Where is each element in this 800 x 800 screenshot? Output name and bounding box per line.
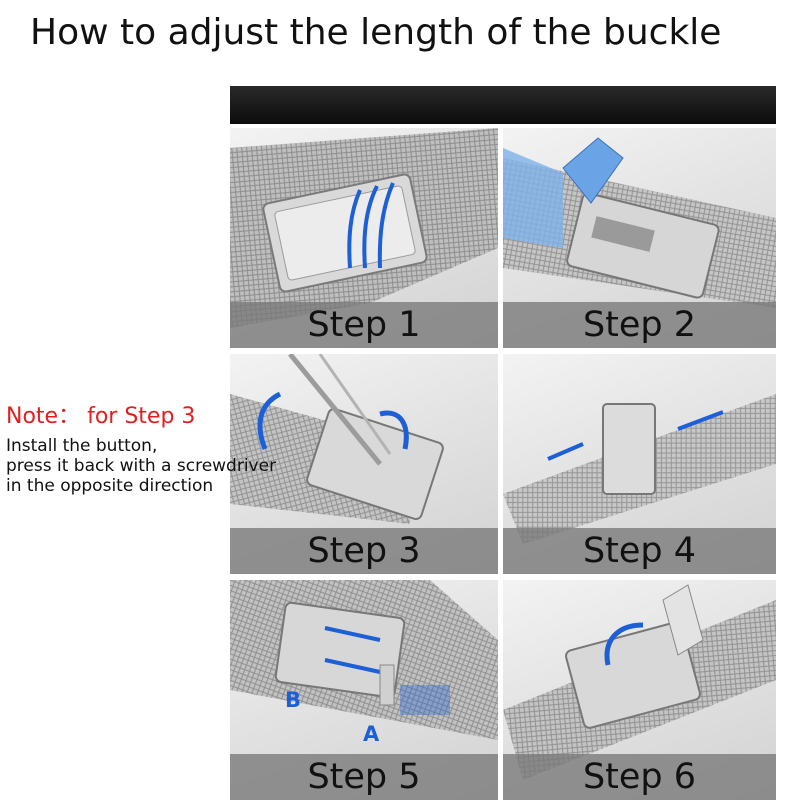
step-1-panel: Step 1 — [230, 128, 498, 348]
page-title: How to adjust the length of the buckle — [30, 12, 722, 53]
buckle-illustration — [503, 394, 776, 544]
step-2-panel: Step 2 — [503, 128, 776, 348]
buckle-illustration — [503, 137, 776, 308]
buckle-illustration — [230, 128, 498, 328]
step-4-panel: Step 4 — [503, 354, 776, 574]
step-3-panel: Step 3 — [230, 354, 498, 574]
buckle-illustration — [230, 580, 498, 740]
step-6-label: Step 6 — [503, 754, 776, 800]
note-line: Install the button, — [6, 436, 158, 456]
note-line: press it back with a screwdriver — [6, 456, 277, 476]
marker-a-label: A — [363, 722, 380, 746]
step-6-panel: Step 6 — [503, 580, 776, 800]
step-1-label: Step 1 — [230, 302, 498, 348]
step-3-label: Step 3 — [230, 528, 498, 574]
buckle-illustration — [230, 354, 444, 524]
note-line: in the opposite direction — [6, 476, 214, 496]
marker-b-label: B — [285, 688, 302, 712]
step-2-label: Step 2 — [503, 302, 776, 348]
step-5-label: Step 5 — [230, 754, 498, 800]
step-5-panel: B A Step 5 — [230, 580, 498, 800]
note-title: Note： for Step 3 — [6, 404, 196, 429]
note-block: Note： for Step 3 Install the button, pre… — [6, 398, 276, 496]
step-4-label: Step 4 — [503, 528, 776, 574]
header-bar — [230, 86, 776, 124]
buckle-illustration — [503, 584, 776, 780]
